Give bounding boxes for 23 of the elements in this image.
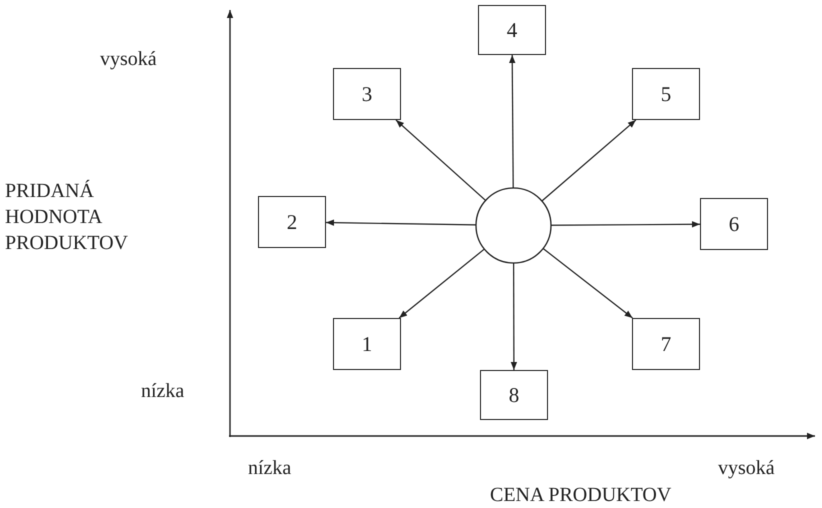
hub-circle (475, 187, 552, 264)
arrow (326, 219, 476, 226)
axis-title: CENA PRODUKTOV (490, 483, 672, 508)
number-box: 3 (333, 68, 401, 120)
arrow (542, 120, 636, 202)
number-box: 5 (632, 68, 700, 120)
arrow (510, 263, 518, 370)
number-box: 7 (632, 318, 700, 370)
number-box: 4 (478, 5, 546, 55)
number-box: 1 (333, 318, 401, 370)
axis-tick-label: nízka (141, 379, 184, 404)
arrow (396, 120, 486, 201)
axis-tick-label: vysoká (718, 456, 775, 481)
arrow (551, 221, 700, 228)
number-box: 2 (258, 196, 326, 248)
axis-tick-label: nízka (248, 456, 292, 481)
number-box: 6 (700, 198, 768, 250)
axis-tick-label: vysoká (100, 47, 157, 72)
arrow (542, 248, 633, 318)
arrow (509, 55, 516, 188)
arrow (398, 248, 485, 318)
axis-title: PRIDANÁ HODNOTA PRODUKTOV (5, 178, 129, 256)
number-box: 8 (480, 370, 548, 420)
